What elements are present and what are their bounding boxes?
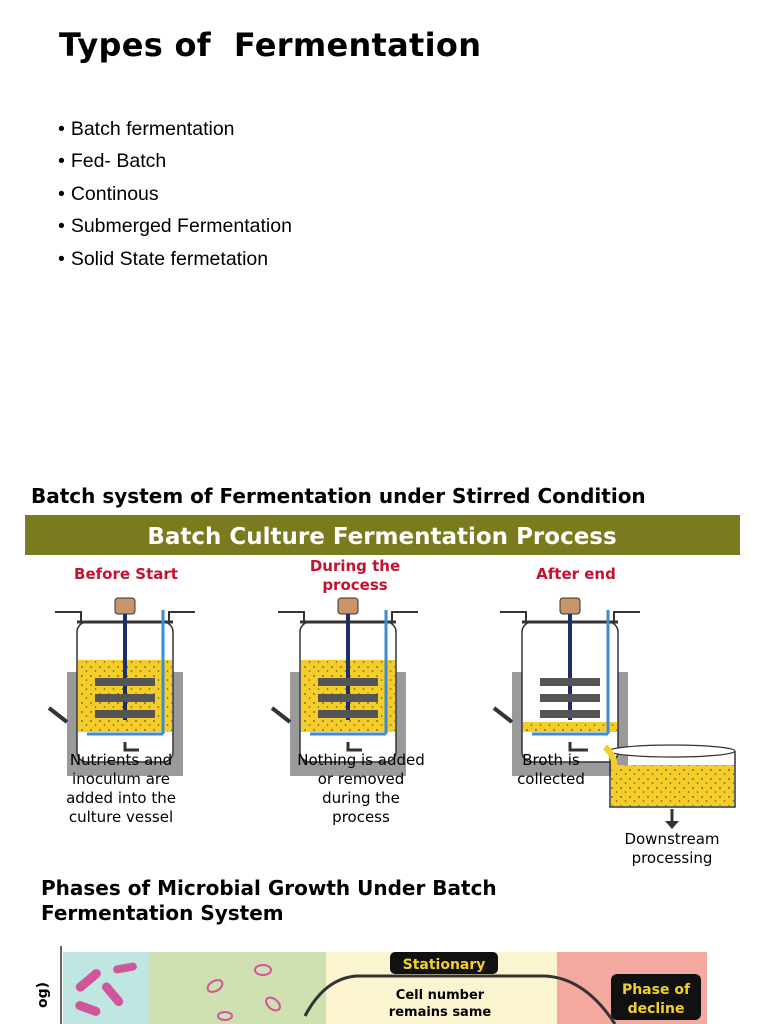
decline-label: Phase of xyxy=(622,982,691,998)
batch-system-heading: Batch system of Fermentation under Stirr… xyxy=(31,484,646,508)
banner-title: Batch Culture Fermentation Process xyxy=(147,524,616,550)
fermentation-types-list: •Batch fermentation •Fed- Batch •Contino… xyxy=(58,116,292,278)
stage-caption-line: or removed xyxy=(318,770,405,788)
list-item: •Solid State fermetation xyxy=(58,247,269,270)
bullet-icon: • xyxy=(58,215,65,238)
growth-curve xyxy=(303,974,617,1024)
stationary-note: Cell number xyxy=(396,988,485,1003)
stage-caption-line: culture vessel xyxy=(69,808,173,826)
stage-caption-line: Nutrients and xyxy=(70,751,172,769)
stage-caption-line: collected xyxy=(517,770,585,788)
stage-label-during: During the xyxy=(310,557,400,575)
bullet-icon: • xyxy=(58,150,65,173)
slide-title: Types of Fermentation xyxy=(59,26,482,64)
stage-caption-line: Broth is xyxy=(522,751,580,769)
downstream-label: Downstream xyxy=(624,830,719,848)
stationary-badge xyxy=(390,952,498,974)
banner-background xyxy=(25,515,740,555)
decline-label: decline xyxy=(628,1001,685,1017)
collection-beaker xyxy=(603,744,736,829)
stage-label-after-end: After end xyxy=(536,565,616,583)
stage-caption-line: Nothing is added xyxy=(297,751,425,769)
list-item: •Fed- Batch xyxy=(58,150,167,173)
list-item: •Continous xyxy=(58,182,159,205)
bullet-icon: • xyxy=(58,247,65,270)
downstream-label: processing xyxy=(632,849,713,867)
growth-phases-diagram: og) Stationary Cell number remains same … xyxy=(35,946,707,1024)
fermenter-vessel-after xyxy=(492,596,642,778)
batch-culture-diagram: Batch Culture Fermentation Process Befor… xyxy=(25,515,740,867)
y-axis-label: og) xyxy=(35,982,51,1008)
stage-caption-line: during the xyxy=(322,789,400,807)
stage-caption-line: inoculum are xyxy=(72,770,170,788)
stationary-label: Stationary xyxy=(403,957,486,973)
log-phase-region xyxy=(149,952,326,1024)
stage-label-during-2: process xyxy=(322,576,387,594)
dividing-bacteria-icons xyxy=(206,964,281,1021)
bacteria-icons xyxy=(75,962,137,1016)
bullet-icon: • xyxy=(58,182,65,205)
fermenter-vessel-during xyxy=(270,596,420,778)
growth-phases-heading: Phases of Microbial Growth Under Batch F… xyxy=(41,876,497,925)
decline-badge xyxy=(611,974,701,1020)
list-item: •Submerged Fermentation xyxy=(58,215,292,238)
fermenter-vessel-before xyxy=(47,596,197,778)
bullet-icon: • xyxy=(58,118,65,140)
stage-caption-line: added into the xyxy=(66,789,176,807)
list-item: •Batch fermentation xyxy=(58,118,235,140)
stage-label-before-start: Before Start xyxy=(74,565,178,583)
stage-caption-line: process xyxy=(332,808,390,826)
stationary-note: remains same xyxy=(389,1005,492,1020)
